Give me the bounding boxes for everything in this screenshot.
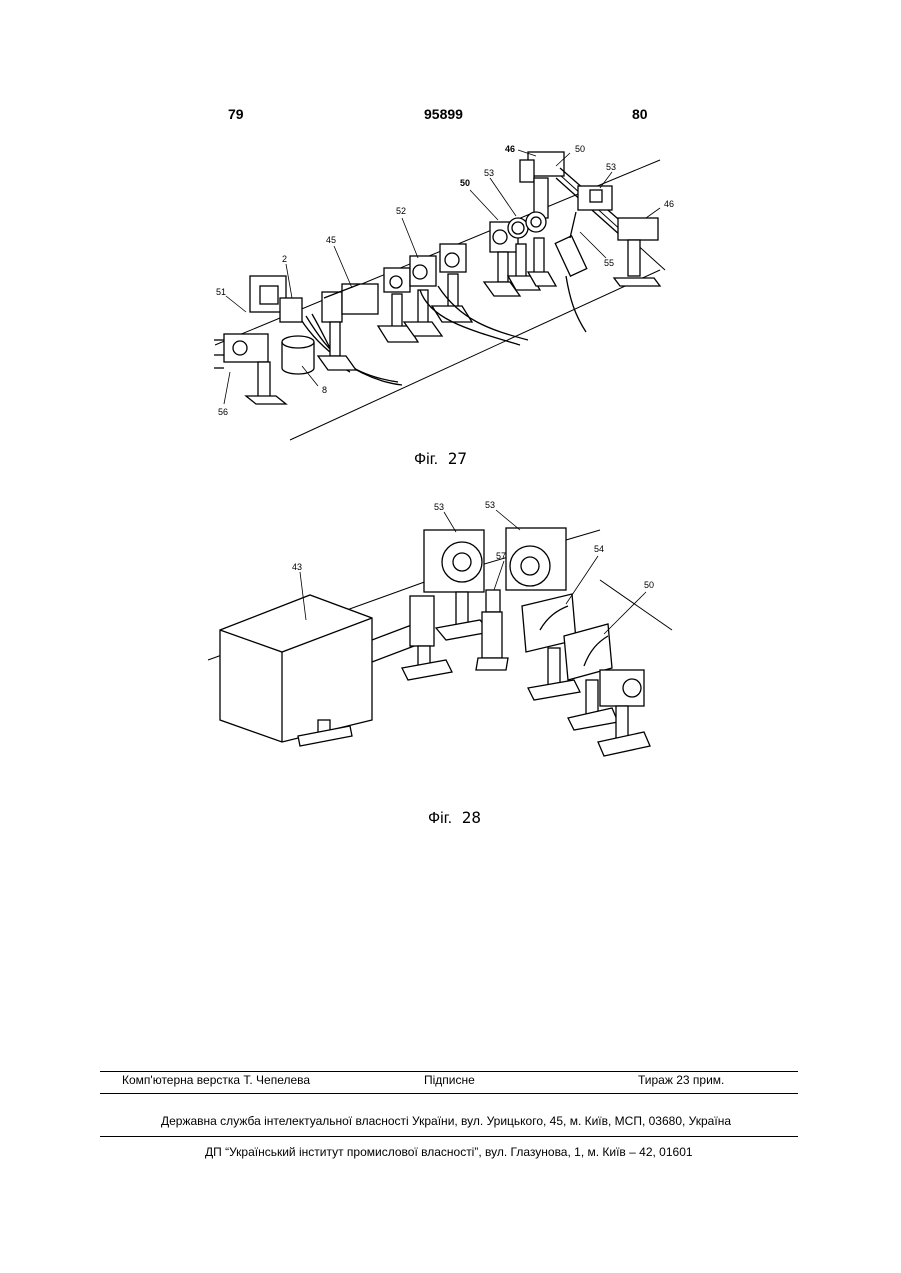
footer-agency: Державна служба інтелектуальної власност…: [161, 1114, 731, 1128]
footer-typesetting: Комп'ютерна верстка Т. Чепелева: [122, 1073, 310, 1087]
figure-28-caption-label: Фіг.: [428, 810, 452, 827]
svg-text:53: 53: [485, 500, 495, 510]
figure-28-drawing: 53 53 57 43 54 50: [0, 0, 901, 800]
svg-text:43: 43: [292, 562, 302, 572]
footer-divider-bottom: [100, 1136, 798, 1137]
svg-text:54: 54: [594, 544, 604, 554]
svg-text:53: 53: [434, 502, 444, 512]
footer-divider-top: [100, 1071, 798, 1072]
footer-institute: ДП “Український інститут промислової вла…: [205, 1145, 693, 1159]
svg-text:57: 57: [496, 551, 506, 561]
figure-28-caption-number: 28: [462, 808, 481, 827]
figure-28-caption: Фіг. 28: [428, 808, 481, 828]
svg-text:50: 50: [644, 580, 654, 590]
footer-divider-middle: [100, 1093, 798, 1094]
footer-signed: Підписне: [424, 1073, 475, 1087]
footer-circulation: Тираж 23 прим.: [638, 1073, 724, 1087]
